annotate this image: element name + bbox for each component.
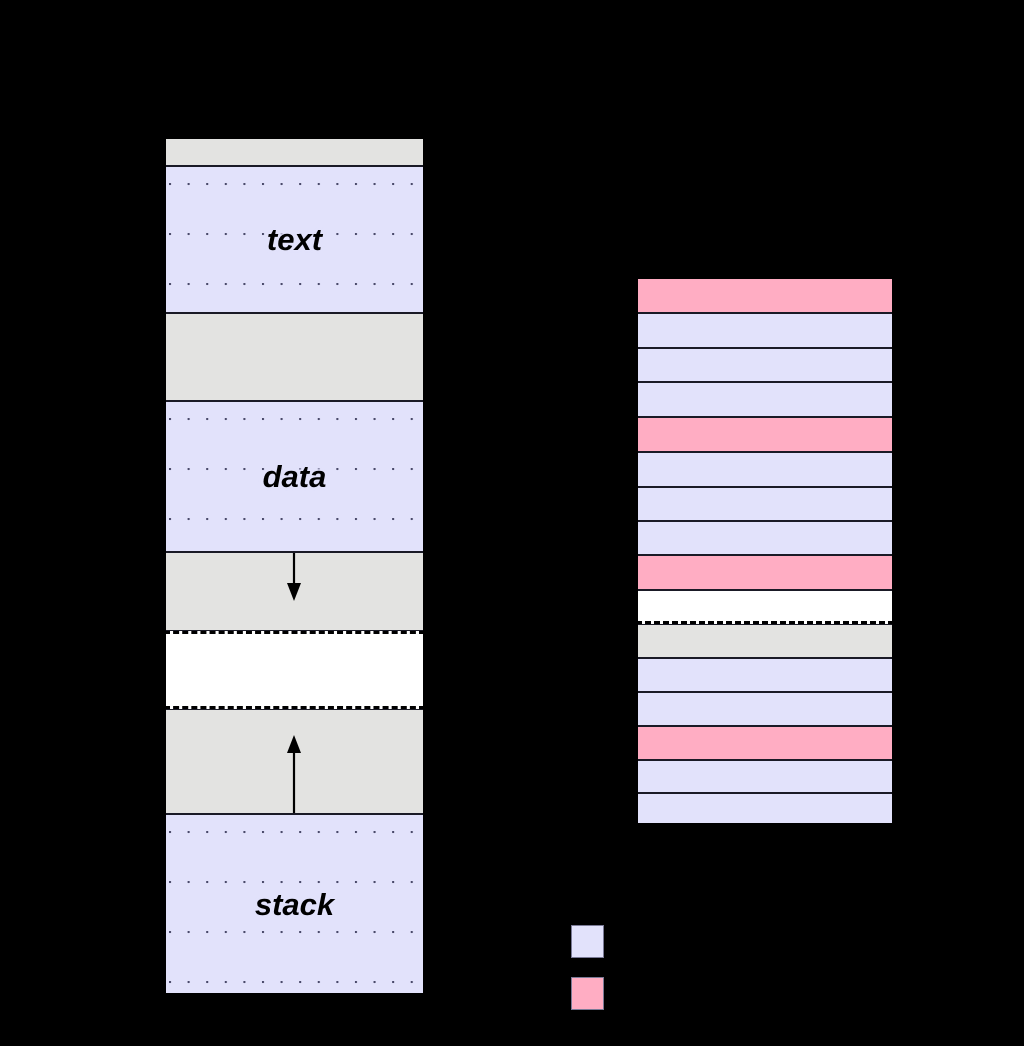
pm-frame-11 [636, 658, 894, 692]
vm-row-top-reserved [164, 137, 425, 166]
pm-frame-15 [636, 793, 894, 825]
pm-frame-5 [636, 452, 894, 487]
vm-row-unmapped-hole [164, 631, 425, 709]
vm-segment-label-stack-segment: stack [254, 886, 335, 922]
pm-frame-6 [636, 487, 894, 521]
pm-frame-2 [636, 348, 894, 382]
pm-frame-14 [636, 760, 894, 793]
pm-frame-4 [636, 417, 894, 452]
pm-frame-7 [636, 521, 894, 555]
pm-frame-10 [636, 624, 894, 658]
vm-row-stack-segment: stack [164, 814, 425, 995]
vm-row-text-segment: text [164, 166, 425, 313]
pm-frame-3 [636, 382, 894, 417]
vm-segment-label-data-segment: data [262, 458, 327, 494]
vm-row-gap-1 [164, 313, 425, 401]
legend-swatch-pink [571, 977, 604, 1010]
pm-frame-1 [636, 313, 894, 348]
arrow-stack-grows-up [287, 735, 301, 813]
vm-row-data-segment: data [164, 401, 425, 552]
pm-frame-8 [636, 555, 894, 590]
arrow-heap-grows-down [287, 553, 301, 601]
legend-swatch-lavender [571, 925, 604, 958]
pm-frame-0 [636, 277, 894, 313]
pm-frame-12 [636, 692, 894, 726]
pm-frame-13 [636, 726, 894, 760]
vm-segment-label-text-segment: text [266, 221, 323, 257]
pm-frame-9 [636, 590, 894, 624]
